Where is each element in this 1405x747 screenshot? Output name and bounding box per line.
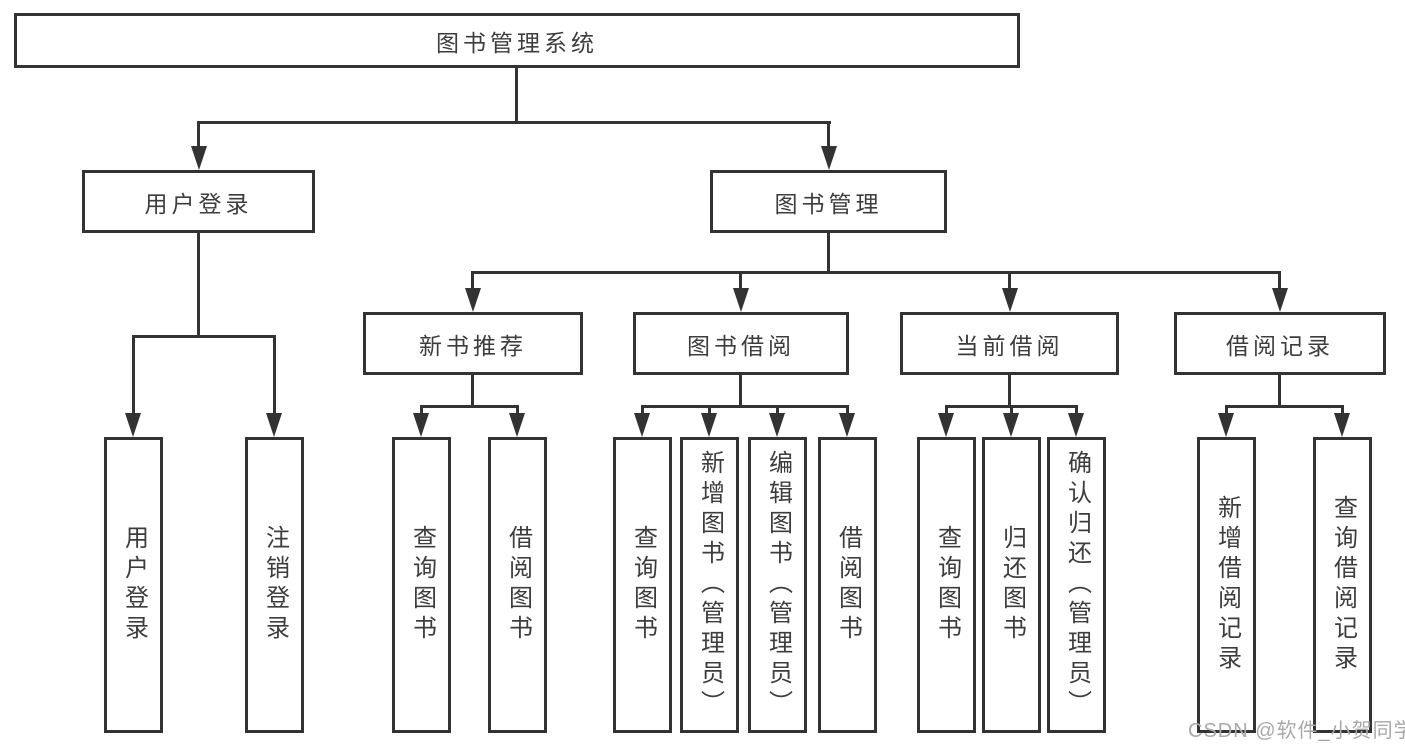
node-book-borrow: 图书借阅 — [633, 312, 849, 375]
connector-line — [827, 232, 830, 272]
connector-line — [641, 405, 644, 415]
arrowhead-down — [465, 288, 481, 312]
node-book-management: 图书管理 — [710, 170, 947, 233]
connector-line — [420, 405, 423, 415]
arrowhead-down — [191, 146, 207, 170]
leaf-confirm-return-admin: 确认归还（管理员） — [1047, 437, 1106, 733]
connector-line — [1278, 375, 1281, 405]
node-current-borrow-label: 当前借阅 — [955, 332, 1064, 359]
arrowhead-down — [1002, 288, 1018, 312]
arrowhead-down — [1003, 413, 1019, 437]
connector-line — [641, 405, 849, 408]
leaf-logout: 注销登录 — [245, 437, 304, 733]
arrowhead-down — [509, 413, 525, 437]
node-library-system-label: 图书管理系统 — [436, 29, 598, 56]
connector-line — [197, 121, 831, 124]
connector-line — [1075, 405, 1078, 415]
leaf-add-borrow-record-label: 新增借阅记录 — [1213, 495, 1241, 675]
leaf-query-borrow-record: 查询借阅记录 — [1313, 437, 1372, 733]
leaf-query-book-recommend-label: 查询图书 — [408, 525, 436, 645]
csdn-watermark: CSDN @软件_小贺同学 — [1188, 720, 1405, 742]
leaf-query-book-borrow: 查询图书 — [613, 437, 672, 733]
leaf-borrow-book-recommend: 借阅图书 — [488, 437, 547, 733]
leaf-edit-book-admin: 编辑图书（管理员） — [748, 437, 807, 733]
node-book-management-label: 图书管理 — [774, 190, 883, 217]
leaf-edit-book-admin-label: 编辑图书（管理员） — [764, 450, 792, 720]
connector-line — [739, 375, 742, 405]
connector-line — [1008, 375, 1011, 405]
connector-line — [515, 68, 518, 121]
node-borrow-record: 借阅记录 — [1174, 312, 1386, 375]
connector-line — [827, 121, 830, 149]
connector-line — [516, 405, 519, 415]
node-book-borrow-label: 图书借阅 — [687, 332, 795, 359]
arrowhead-down — [634, 413, 650, 437]
connector-line — [708, 405, 711, 415]
arrowhead-down — [413, 413, 429, 437]
node-user-login: 用户登录 — [82, 170, 315, 233]
connector-line — [1225, 405, 1344, 408]
node-borrow-record-label: 借阅记录 — [1226, 332, 1334, 359]
connector-line — [945, 405, 948, 415]
leaf-return-book-label: 归还图书 — [998, 525, 1026, 645]
arrowhead-down — [769, 413, 785, 437]
node-new-book-recommend-label: 新书推荐 — [419, 332, 527, 359]
node-new-book-recommend: 新书推荐 — [363, 312, 583, 375]
connector-line — [776, 405, 779, 415]
leaf-borrow-book-recommend-label: 借阅图书 — [504, 525, 532, 645]
node-library-system: 图书管理系统 — [14, 13, 1020, 68]
arrowhead-down — [821, 146, 837, 170]
leaf-user-login: 用户登录 — [104, 437, 163, 733]
connector-line — [132, 335, 276, 338]
leaf-query-borrow-record-label: 查询借阅记录 — [1329, 495, 1357, 675]
connector-line — [1008, 271, 1011, 291]
connector-line — [132, 335, 135, 414]
connector-line — [273, 335, 276, 414]
leaf-query-book-current-label: 查询图书 — [933, 525, 961, 645]
leaf-query-book-recommend: 查询图书 — [392, 437, 451, 733]
leaf-query-book-current: 查询图书 — [917, 437, 976, 733]
arrowhead-down — [938, 413, 954, 437]
arrowhead-down — [701, 413, 717, 437]
leaf-add-book-admin: 新增图书（管理员） — [680, 437, 739, 733]
connector-line — [846, 405, 849, 415]
connector-line — [1010, 405, 1013, 415]
arrowhead-down — [1334, 413, 1350, 437]
arrowhead-down — [839, 413, 855, 437]
connector-line — [739, 271, 742, 291]
leaf-borrow-book-label: 借阅图书 — [834, 525, 862, 645]
connector-line — [1341, 405, 1344, 415]
connector-line — [1278, 271, 1281, 291]
node-current-borrow: 当前借阅 — [900, 312, 1119, 375]
connector-line — [471, 375, 474, 405]
leaf-logout-label: 注销登录 — [261, 525, 289, 645]
connector-line — [197, 233, 200, 335]
connector-line — [471, 271, 1281, 274]
arrowhead-down — [733, 288, 749, 312]
leaf-return-book: 归还图书 — [982, 437, 1041, 733]
arrowhead-down — [1218, 413, 1234, 437]
arrowhead-down — [125, 413, 141, 437]
leaf-borrow-book: 借阅图书 — [818, 437, 877, 733]
leaf-user-login-label: 用户登录 — [120, 525, 148, 645]
arrowhead-down — [1068, 413, 1084, 437]
connector-line — [1225, 405, 1228, 415]
leaf-add-borrow-record: 新增借阅记录 — [1197, 437, 1256, 733]
node-user-login-label: 用户登录 — [144, 190, 253, 217]
connector-line — [471, 271, 474, 291]
connector-line — [420, 405, 518, 408]
arrowhead-down — [1272, 288, 1288, 312]
leaf-confirm-return-admin-label: 确认归还（管理员） — [1063, 450, 1091, 720]
arrowhead-down — [266, 413, 282, 437]
connector-line — [197, 121, 200, 149]
leaf-add-book-admin-label: 新增图书（管理员） — [696, 450, 724, 720]
leaf-query-book-borrow-label: 查询图书 — [629, 525, 657, 645]
